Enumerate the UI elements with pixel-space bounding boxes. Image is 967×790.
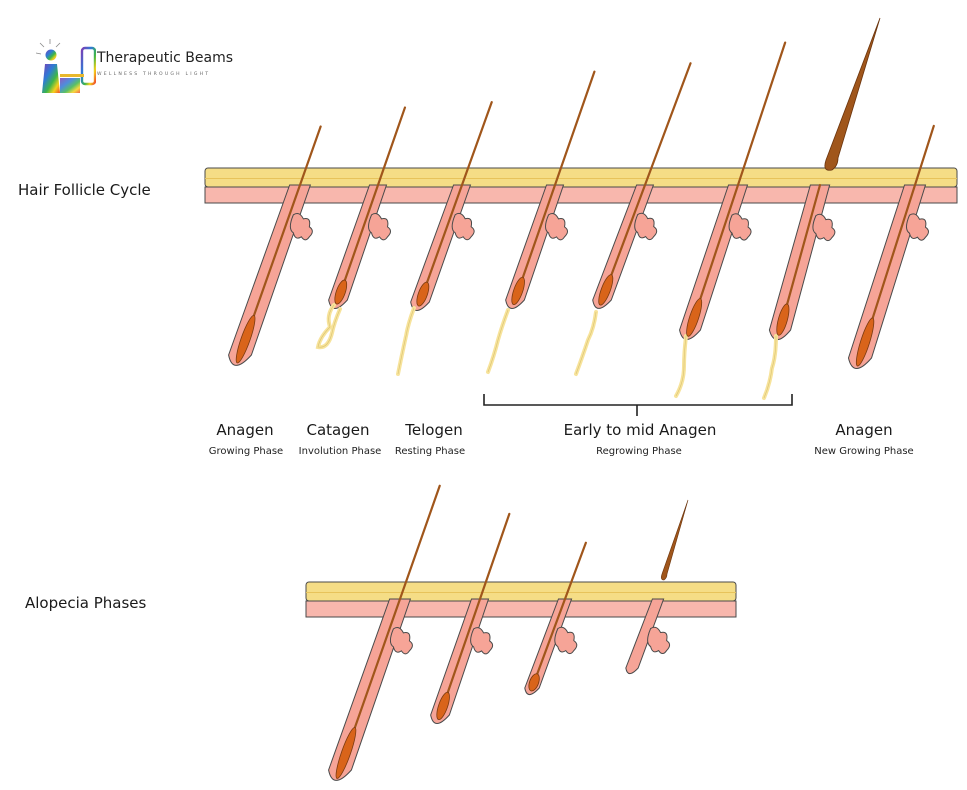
- phase-sub-involution: Involution Phase: [298, 446, 382, 457]
- cycle-trail-edge-6: [763, 335, 777, 399]
- alopecia-gland-3: [647, 626, 671, 655]
- alopecia-hair-0: [348, 484, 441, 743]
- alopecia-gland-1: [470, 627, 494, 655]
- alopecia-phases-title: Alopecia Phases: [25, 594, 147, 612]
- alopecia-bulb-0: [335, 727, 357, 779]
- cycle-skin-layers: [204, 167, 958, 204]
- cycle-bulb-3: [511, 276, 525, 306]
- regrowing-bracket: [483, 394, 793, 416]
- cycle-trail-edge-5: [675, 335, 687, 397]
- logo-tagline: WELLNESS THROUGH LIGHT: [97, 72, 211, 77]
- cycle-follicles: [228, 17, 935, 400]
- phase-sub-regrowing: Regrowing Phase: [596, 446, 682, 457]
- cycle-dermis-band: [204, 186, 958, 204]
- cycle-trail-5: [674, 334, 688, 398]
- phase-name-telogen: Telogen: [405, 421, 463, 439]
- cycle-hair-3: [519, 70, 596, 286]
- cycle-trail-6: [762, 334, 778, 400]
- phase-name-early-mid-anagen: Early to mid Anagen: [563, 421, 717, 439]
- cycle-hair-1: [341, 106, 407, 288]
- cycle-bulb-2: [416, 281, 430, 307]
- cycle-hair-4: [607, 62, 692, 285]
- cycle-hair-2: [423, 101, 493, 290]
- cycle-bulb-7: [855, 317, 875, 367]
- logo: [35, 38, 256, 98]
- cycle-trail-2: [396, 306, 416, 376]
- cycle-trail-edge-2: [397, 307, 415, 375]
- alopecia-bulb-2: [528, 673, 540, 692]
- cycle-hair-0: [248, 125, 322, 330]
- phase-sub-new-growing: New Growing Phase: [814, 446, 914, 457]
- alopecia-gland-0: [389, 627, 413, 655]
- cycle-hair-6: [783, 183, 822, 314]
- cycle-gland-2: [451, 212, 475, 241]
- alopecia-skin-layers: [305, 581, 737, 618]
- alopecia-bulb-1: [436, 691, 450, 721]
- cycle-bulb-5: [686, 298, 703, 337]
- cycle-bulb-4: [598, 274, 614, 306]
- alopecia-follicles: [328, 484, 689, 781]
- cycle-trail-edge-3: [487, 309, 509, 373]
- hair-follicle-cycle-title: Hair Follicle Cycle: [18, 181, 151, 199]
- cycle-gland-5: [728, 213, 752, 241]
- cycle-hair-5: [695, 41, 787, 311]
- cycle-bulb-6: [776, 303, 790, 336]
- cycle-bulb-0: [235, 314, 256, 364]
- alopecia-gland-2: [554, 626, 578, 655]
- alopecia-thin-hair: [661, 499, 689, 581]
- cycle-hair-7: [867, 124, 935, 333]
- phase-sub-growing: Growing Phase: [208, 446, 284, 457]
- cycle-gland-1: [368, 213, 392, 241]
- logo-name: Therapeutic Beams: [97, 50, 234, 66]
- alopecia-hair-2: [534, 541, 587, 680]
- alopecia-epidermis-band: [305, 581, 737, 602]
- cycle-trail-edge-4: [575, 311, 597, 375]
- cycle-trail-4: [574, 310, 598, 376]
- cycle-trail-edge-1: [317, 304, 341, 348]
- alopecia-hair-1: [444, 512, 511, 701]
- cycle-shed-hair: [824, 17, 881, 171]
- phase-name-anagen: Anagen: [216, 421, 274, 439]
- cycle-gland-6: [812, 213, 836, 242]
- phase-name-new-anagen: Anagen: [835, 421, 893, 439]
- logo-mark-icon: [35, 39, 97, 93]
- cycle-epidermis-band: [204, 167, 958, 188]
- phase-sub-resting: Resting Phase: [394, 446, 466, 457]
- cycle-gland-4: [634, 212, 658, 241]
- cycle-gland-7: [905, 213, 929, 241]
- phase-name-catagen: Catagen: [306, 421, 370, 439]
- cycle-gland-0: [289, 213, 313, 241]
- alopecia-dermis-band: [305, 600, 737, 618]
- alopecia-sheath-3: [625, 598, 665, 675]
- cycle-bulb-1: [334, 279, 348, 305]
- cycle-gland-3: [545, 213, 569, 241]
